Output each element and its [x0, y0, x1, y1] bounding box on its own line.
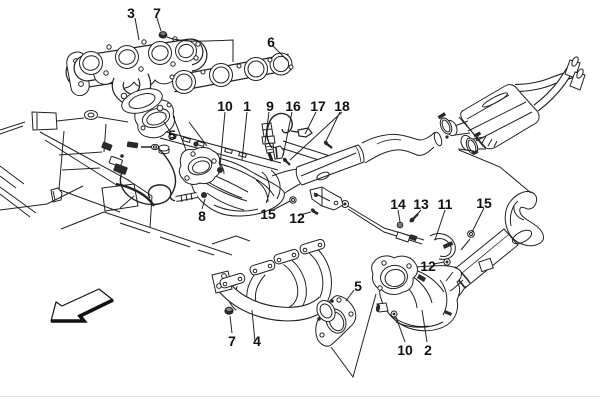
svg-text:6: 6 — [267, 34, 275, 50]
svg-text:14: 14 — [390, 196, 406, 212]
svg-text:2: 2 — [424, 342, 432, 358]
svg-text:5: 5 — [168, 127, 176, 143]
svg-text:18: 18 — [334, 98, 350, 114]
svg-text:16: 16 — [285, 98, 301, 114]
svg-text:17: 17 — [310, 98, 326, 114]
svg-text:15: 15 — [476, 195, 492, 211]
svg-text:9: 9 — [266, 98, 274, 114]
svg-text:7: 7 — [228, 333, 236, 349]
svg-text:10: 10 — [217, 98, 233, 114]
svg-text:13: 13 — [413, 196, 429, 212]
svg-text:7: 7 — [153, 5, 161, 21]
svg-text:15: 15 — [260, 206, 276, 222]
svg-text:4: 4 — [253, 333, 261, 349]
svg-text:11: 11 — [438, 196, 453, 212]
svg-text:5: 5 — [354, 278, 362, 294]
svg-text:1: 1 — [243, 98, 251, 114]
svg-text:3: 3 — [127, 5, 135, 21]
svg-text:12: 12 — [289, 210, 305, 226]
svg-text:10: 10 — [397, 342, 413, 358]
svg-text:8: 8 — [198, 208, 206, 224]
svg-text:12: 12 — [420, 258, 436, 274]
